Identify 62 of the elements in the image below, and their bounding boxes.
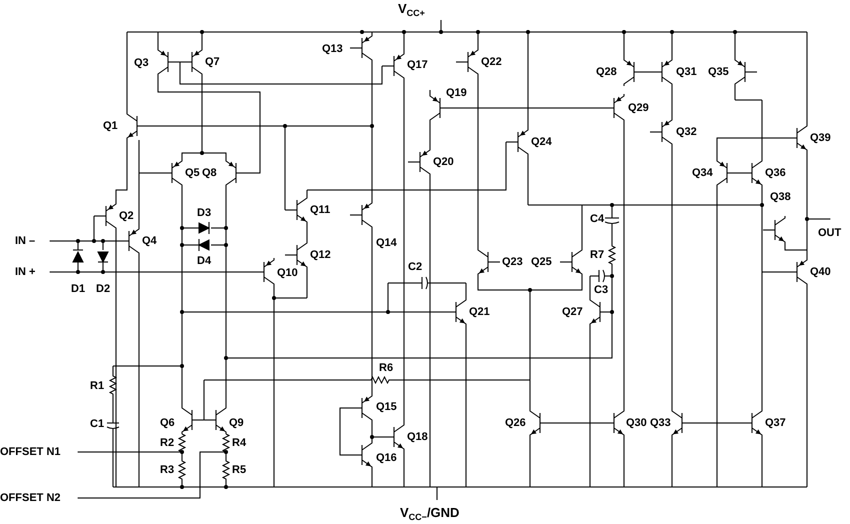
component-label: Q16 (376, 451, 397, 465)
component-label: R3 (160, 463, 174, 477)
component-label: Q13 (322, 42, 343, 56)
component-label: R7 (590, 248, 604, 262)
component-label: R5 (232, 463, 246, 477)
component-label: D1 (71, 282, 86, 296)
component-label: Q38 (770, 190, 791, 204)
component-label: Q18 (407, 430, 428, 444)
component-label: Q29 (628, 101, 649, 115)
component-label: Q2 (119, 209, 134, 223)
component-label: OFFSET N1 (0, 445, 61, 459)
component-label: R2 (160, 436, 174, 450)
component-label: R4 (232, 436, 246, 450)
component-label: Q22 (481, 55, 502, 69)
component-label: IN + (15, 265, 36, 279)
component-label: Q27 (562, 305, 583, 319)
component-label: Q35 (708, 65, 729, 79)
component-label: Q28 (596, 65, 617, 79)
component-label: R1 (90, 379, 104, 393)
component-label: Q20 (433, 155, 454, 169)
component-label: Q4 (142, 234, 157, 248)
component-label: C4 (590, 212, 604, 226)
component-label: Q10 (277, 266, 298, 280)
component-label: D2 (96, 282, 110, 296)
component-label: Q8 (202, 166, 217, 180)
component-label: IN – (15, 234, 36, 248)
component-label: Q31 (676, 65, 697, 79)
component-label: Q11 (310, 203, 330, 217)
component-label: Q9 (229, 416, 244, 430)
component-label: Q37 (765, 416, 786, 430)
component-label: Q33 (650, 416, 671, 430)
component-label: C2 (408, 260, 422, 274)
component-label: Q36 (765, 166, 786, 180)
component-label: Q26 (505, 416, 526, 430)
component-label: Q12 (310, 248, 331, 262)
component-label: Q7 (205, 55, 220, 69)
component-label: Q19 (446, 86, 467, 100)
component-label: OUT (818, 226, 842, 240)
component-label: R6 (379, 361, 394, 375)
component-label: Q23 (502, 255, 523, 269)
component-label: Q24 (531, 135, 552, 149)
component-label: V$_{CC−}$/GND (400, 506, 460, 520)
component-label: Q32 (676, 125, 697, 139)
component-label: Q17 (407, 58, 428, 72)
component-label: Q39 (810, 131, 831, 145)
component-label: Q34 (692, 166, 713, 180)
component-label: Q40 (810, 265, 831, 279)
component-label: Q5 (185, 166, 200, 180)
component-label: Q15 (376, 400, 397, 414)
component-label: Q25 (531, 255, 552, 269)
component-label: Q6 (160, 416, 175, 430)
component-label: C3 (594, 283, 608, 297)
component-label: D3 (197, 206, 212, 220)
component-label: D4 (197, 254, 212, 268)
component-label: Q3 (134, 56, 149, 70)
component-label: Q30 (626, 416, 647, 430)
component-label: Q14 (376, 236, 397, 250)
component-label: Q1 (103, 119, 118, 133)
component-label: C1 (90, 417, 104, 431)
component-label: V$_{CC+}$ (398, 2, 425, 16)
component-label: OFFSET N2 (0, 491, 61, 505)
component-label: Q21 (469, 305, 490, 319)
